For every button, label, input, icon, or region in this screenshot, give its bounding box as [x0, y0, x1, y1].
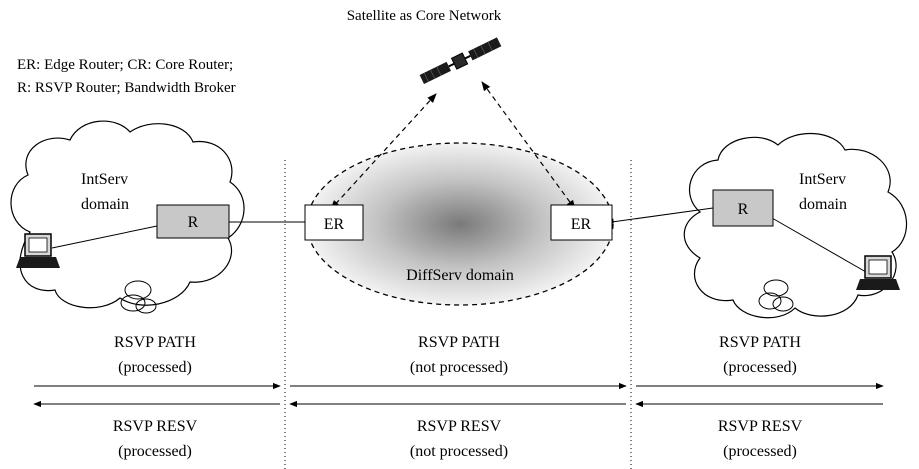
path-left-name: RSVP PATH [114, 334, 196, 351]
right-edge-router: ER [550, 204, 613, 241]
resv-middle-status: (not processed) [410, 443, 508, 460]
resv-right-name: RSVP RESV [718, 418, 803, 435]
link-right-er-r [611, 207, 714, 223]
diffserv-domain-label: DiffServ domain [406, 267, 514, 284]
left-edge-router-label: ER [324, 216, 345, 233]
resv-right-status: (processed) [723, 443, 797, 460]
right-laptop-icon [856, 255, 900, 290]
path-middle-status: (not processed) [410, 359, 508, 376]
left-domain-label-2: domain [81, 196, 129, 213]
resv-left-status: (processed) [118, 443, 192, 460]
diagram-title: Satellite as Core Network [347, 8, 502, 24]
link-right-r-laptop [771, 217, 867, 273]
resv-left-name: RSVP RESV [113, 418, 198, 435]
right-domain-label-1: IntServ [799, 171, 846, 188]
left-laptop-icon [16, 233, 60, 268]
path-right-status: (processed) [723, 359, 797, 376]
left-edge-router: ER [304, 204, 364, 241]
legend-line-2: R: RSVP Router; Bandwidth Broker [17, 80, 236, 96]
path-left-status: (processed) [118, 359, 192, 376]
left-rsvp-router: R [156, 204, 230, 239]
left-domain-label-1: IntServ [81, 171, 128, 188]
link-left-laptop-r [51, 225, 158, 249]
left-intserv-cloud [10, 120, 245, 314]
path-middle-name: RSVP PATH [418, 334, 500, 351]
path-right-name: RSVP PATH [719, 334, 801, 351]
legend-line-1: ER: Edge Router; CR: Core Router; [17, 57, 233, 73]
satellite-icon [419, 37, 502, 85]
left-rsvp-router-label: R [188, 214, 199, 231]
right-domain-label-2: domain [799, 196, 847, 213]
sat-link-left [330, 93, 437, 210]
right-intserv-cloud [683, 133, 908, 319]
right-edge-router-label: ER [571, 216, 592, 233]
right-rsvp-router-label: R [738, 201, 749, 218]
resv-middle-name: RSVP RESV [417, 418, 502, 435]
right-rsvp-router: R [712, 189, 774, 227]
